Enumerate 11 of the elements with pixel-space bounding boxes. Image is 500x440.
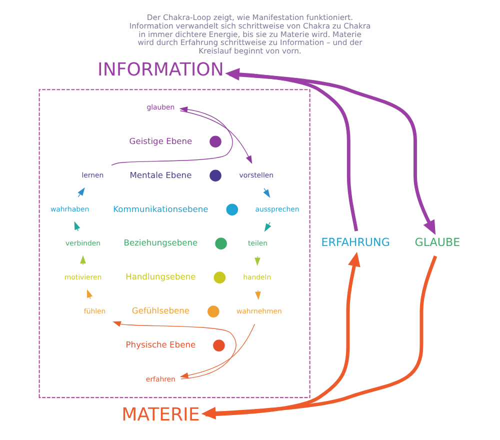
node-text: MATERIE (122, 404, 200, 426)
node-text: Kommunikationsebene (113, 204, 208, 214)
node-text: GLAUBE (414, 236, 460, 250)
node-text: Handlungsebene (126, 272, 196, 282)
node-text: ERFAHRUNG (321, 236, 390, 250)
node-text: Gefühlsebene (132, 306, 190, 316)
node-text: Geistige Ebene (129, 136, 192, 146)
node-text: Physische Ebene (126, 340, 196, 350)
node-text: Mentale Ebene (130, 170, 192, 180)
node-text: Beziehungsebene (124, 238, 198, 248)
node-text: INFORMATION (98, 60, 224, 81)
